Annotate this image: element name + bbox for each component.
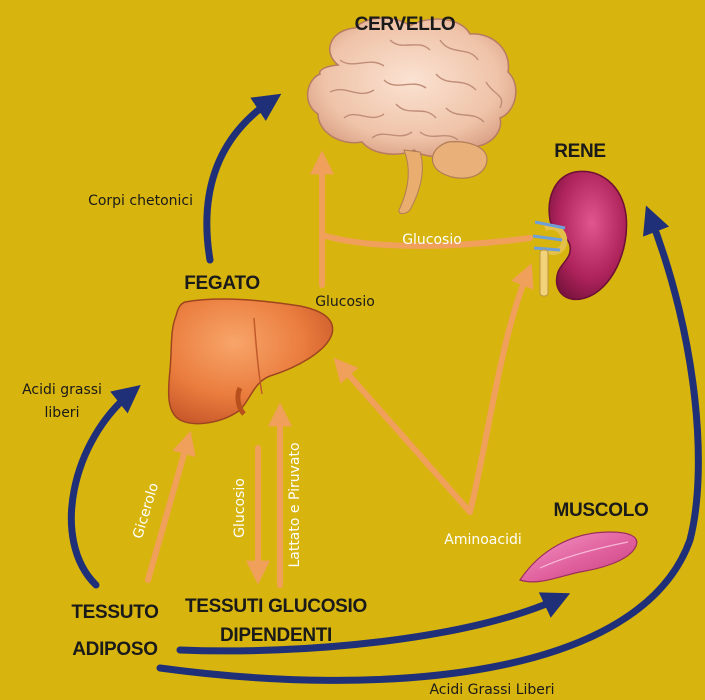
label-ketone-bodies: Corpi chetonici <box>88 193 193 209</box>
label-ffa-adipose-muscle-kidney: Acidi Grassi Liberi <box>429 682 554 698</box>
brain-title: CERVELLO <box>355 14 456 35</box>
muscle-title: MUSCOLO <box>553 500 648 521</box>
arrow-muscle-to-liver <box>340 365 470 512</box>
arrow-liver-to-brain <box>207 100 272 260</box>
label-ffa-adipose-liver-line1: Acidi grassi <box>22 382 102 398</box>
label-ffa-adipose-liver-line2: liberi <box>45 405 80 421</box>
adipose-title-line2: ADIPOSO <box>72 639 158 660</box>
muscle-illustration <box>520 532 637 582</box>
liver-illustration <box>169 299 333 424</box>
liver-title: FEGATO <box>184 273 260 294</box>
label-glycerol: Gicerolo <box>130 481 162 541</box>
label-lactate-pyruvate: Lattato e Piruvato <box>287 442 303 567</box>
kidney-illustration <box>533 171 627 299</box>
label-amino-acids: Aminoacidi <box>444 532 522 548</box>
brain-illustration <box>308 18 516 214</box>
adipose-title-line1: TESSUTO <box>71 602 158 623</box>
label-glucose-liver-tissues: Glucosio <box>232 478 248 538</box>
label-glucose-liver-brain: Glucosio <box>315 294 375 310</box>
glucose-tissues-title-line1: TESSUTI GLUCOSIO <box>185 596 367 617</box>
arrow-muscle-to-kidney <box>470 272 528 512</box>
label-glucose-kidney-brain: Glucosio <box>402 232 462 248</box>
kidney-title: RENE <box>554 141 606 162</box>
glucose-tissues-title-line2: DIPENDENTI <box>220 625 332 646</box>
arrow-adipose-to-liver <box>71 392 132 585</box>
